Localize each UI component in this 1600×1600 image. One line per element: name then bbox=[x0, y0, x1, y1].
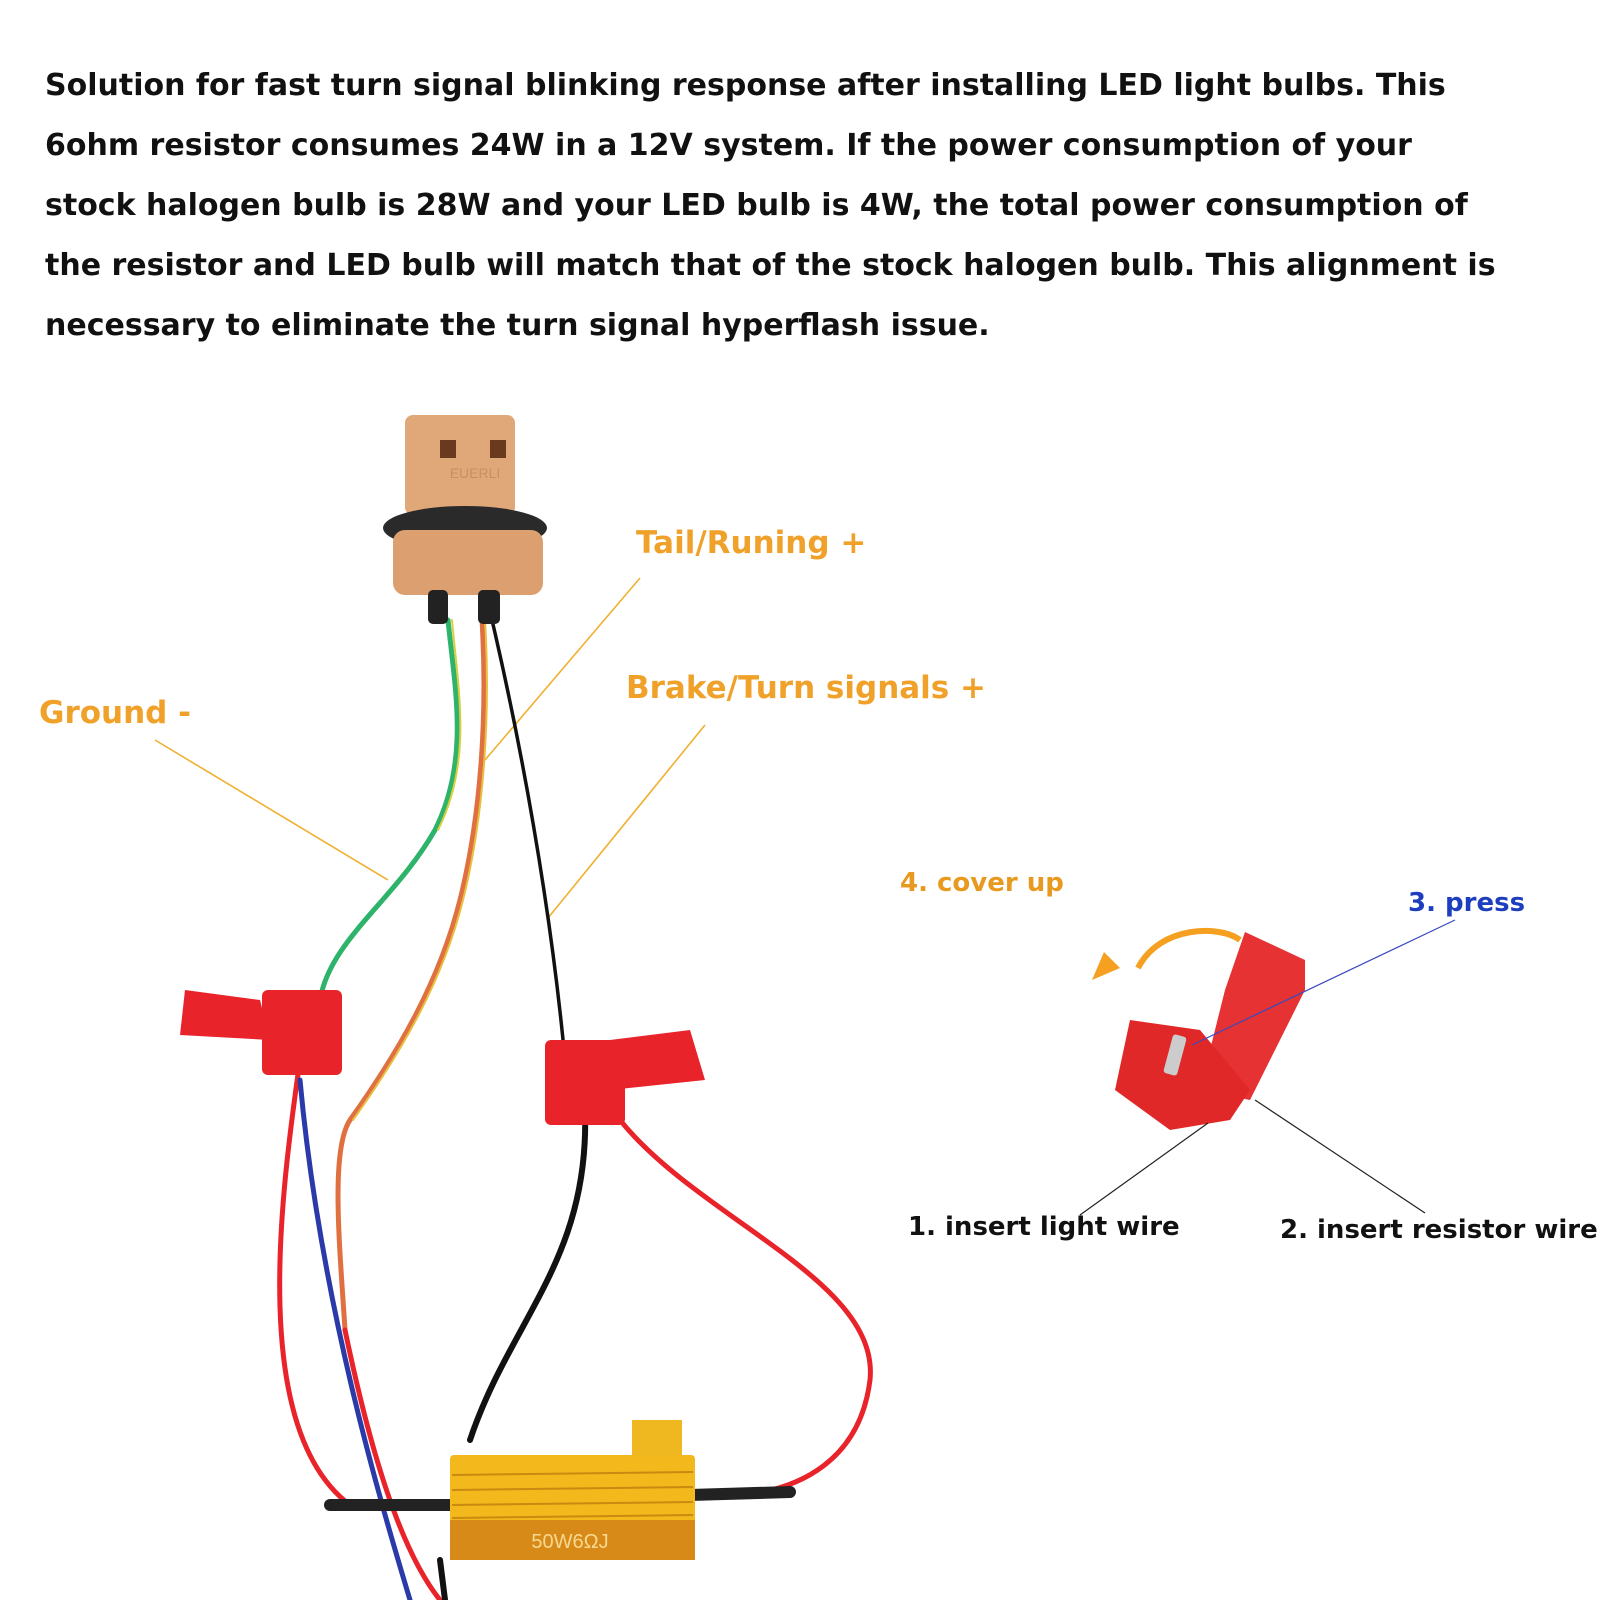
label-insert-resistor-wire: 2. insert resistor wire bbox=[1280, 1215, 1598, 1245]
step-leaders bbox=[1079, 919, 1456, 1216]
label-brake-turn: Brake/Turn signals + bbox=[626, 670, 987, 706]
wires bbox=[277, 617, 873, 1600]
tap-connector-closeup bbox=[1092, 928, 1305, 1130]
label-insert-light-wire: 1. insert light wire bbox=[908, 1212, 1180, 1242]
description-text: Solution for fast turn signal blinking r… bbox=[45, 56, 1575, 356]
label-leaders bbox=[154, 577, 706, 919]
label-ground: Ground - bbox=[39, 695, 192, 731]
socket-brand-logo: EUERLI bbox=[450, 465, 501, 481]
label-cover-up: 4. cover up bbox=[900, 868, 1064, 898]
description-line: the resistor and LED bulb will match tha… bbox=[45, 248, 1496, 283]
label-press: 3. press bbox=[1408, 888, 1526, 918]
wire-tap-left bbox=[180, 990, 342, 1075]
label-tail-running: Tail/Runing + bbox=[636, 525, 867, 561]
resistor-marking: 50W6ΩJ bbox=[531, 1531, 608, 1553]
description-line: stock halogen bulb is 28W and your LED b… bbox=[45, 188, 1468, 223]
description-line: 6ohm resistor consumes 24W in a 12V syst… bbox=[45, 128, 1412, 163]
wire-tap-right bbox=[545, 1030, 705, 1125]
load-resistor: 50W6ΩJ bbox=[450, 1420, 695, 1560]
bulb-socket: EUERLI bbox=[383, 415, 547, 624]
description-line: Solution for fast turn signal blinking r… bbox=[45, 68, 1446, 103]
description-line: necessary to eliminate the turn signal h… bbox=[45, 308, 990, 343]
